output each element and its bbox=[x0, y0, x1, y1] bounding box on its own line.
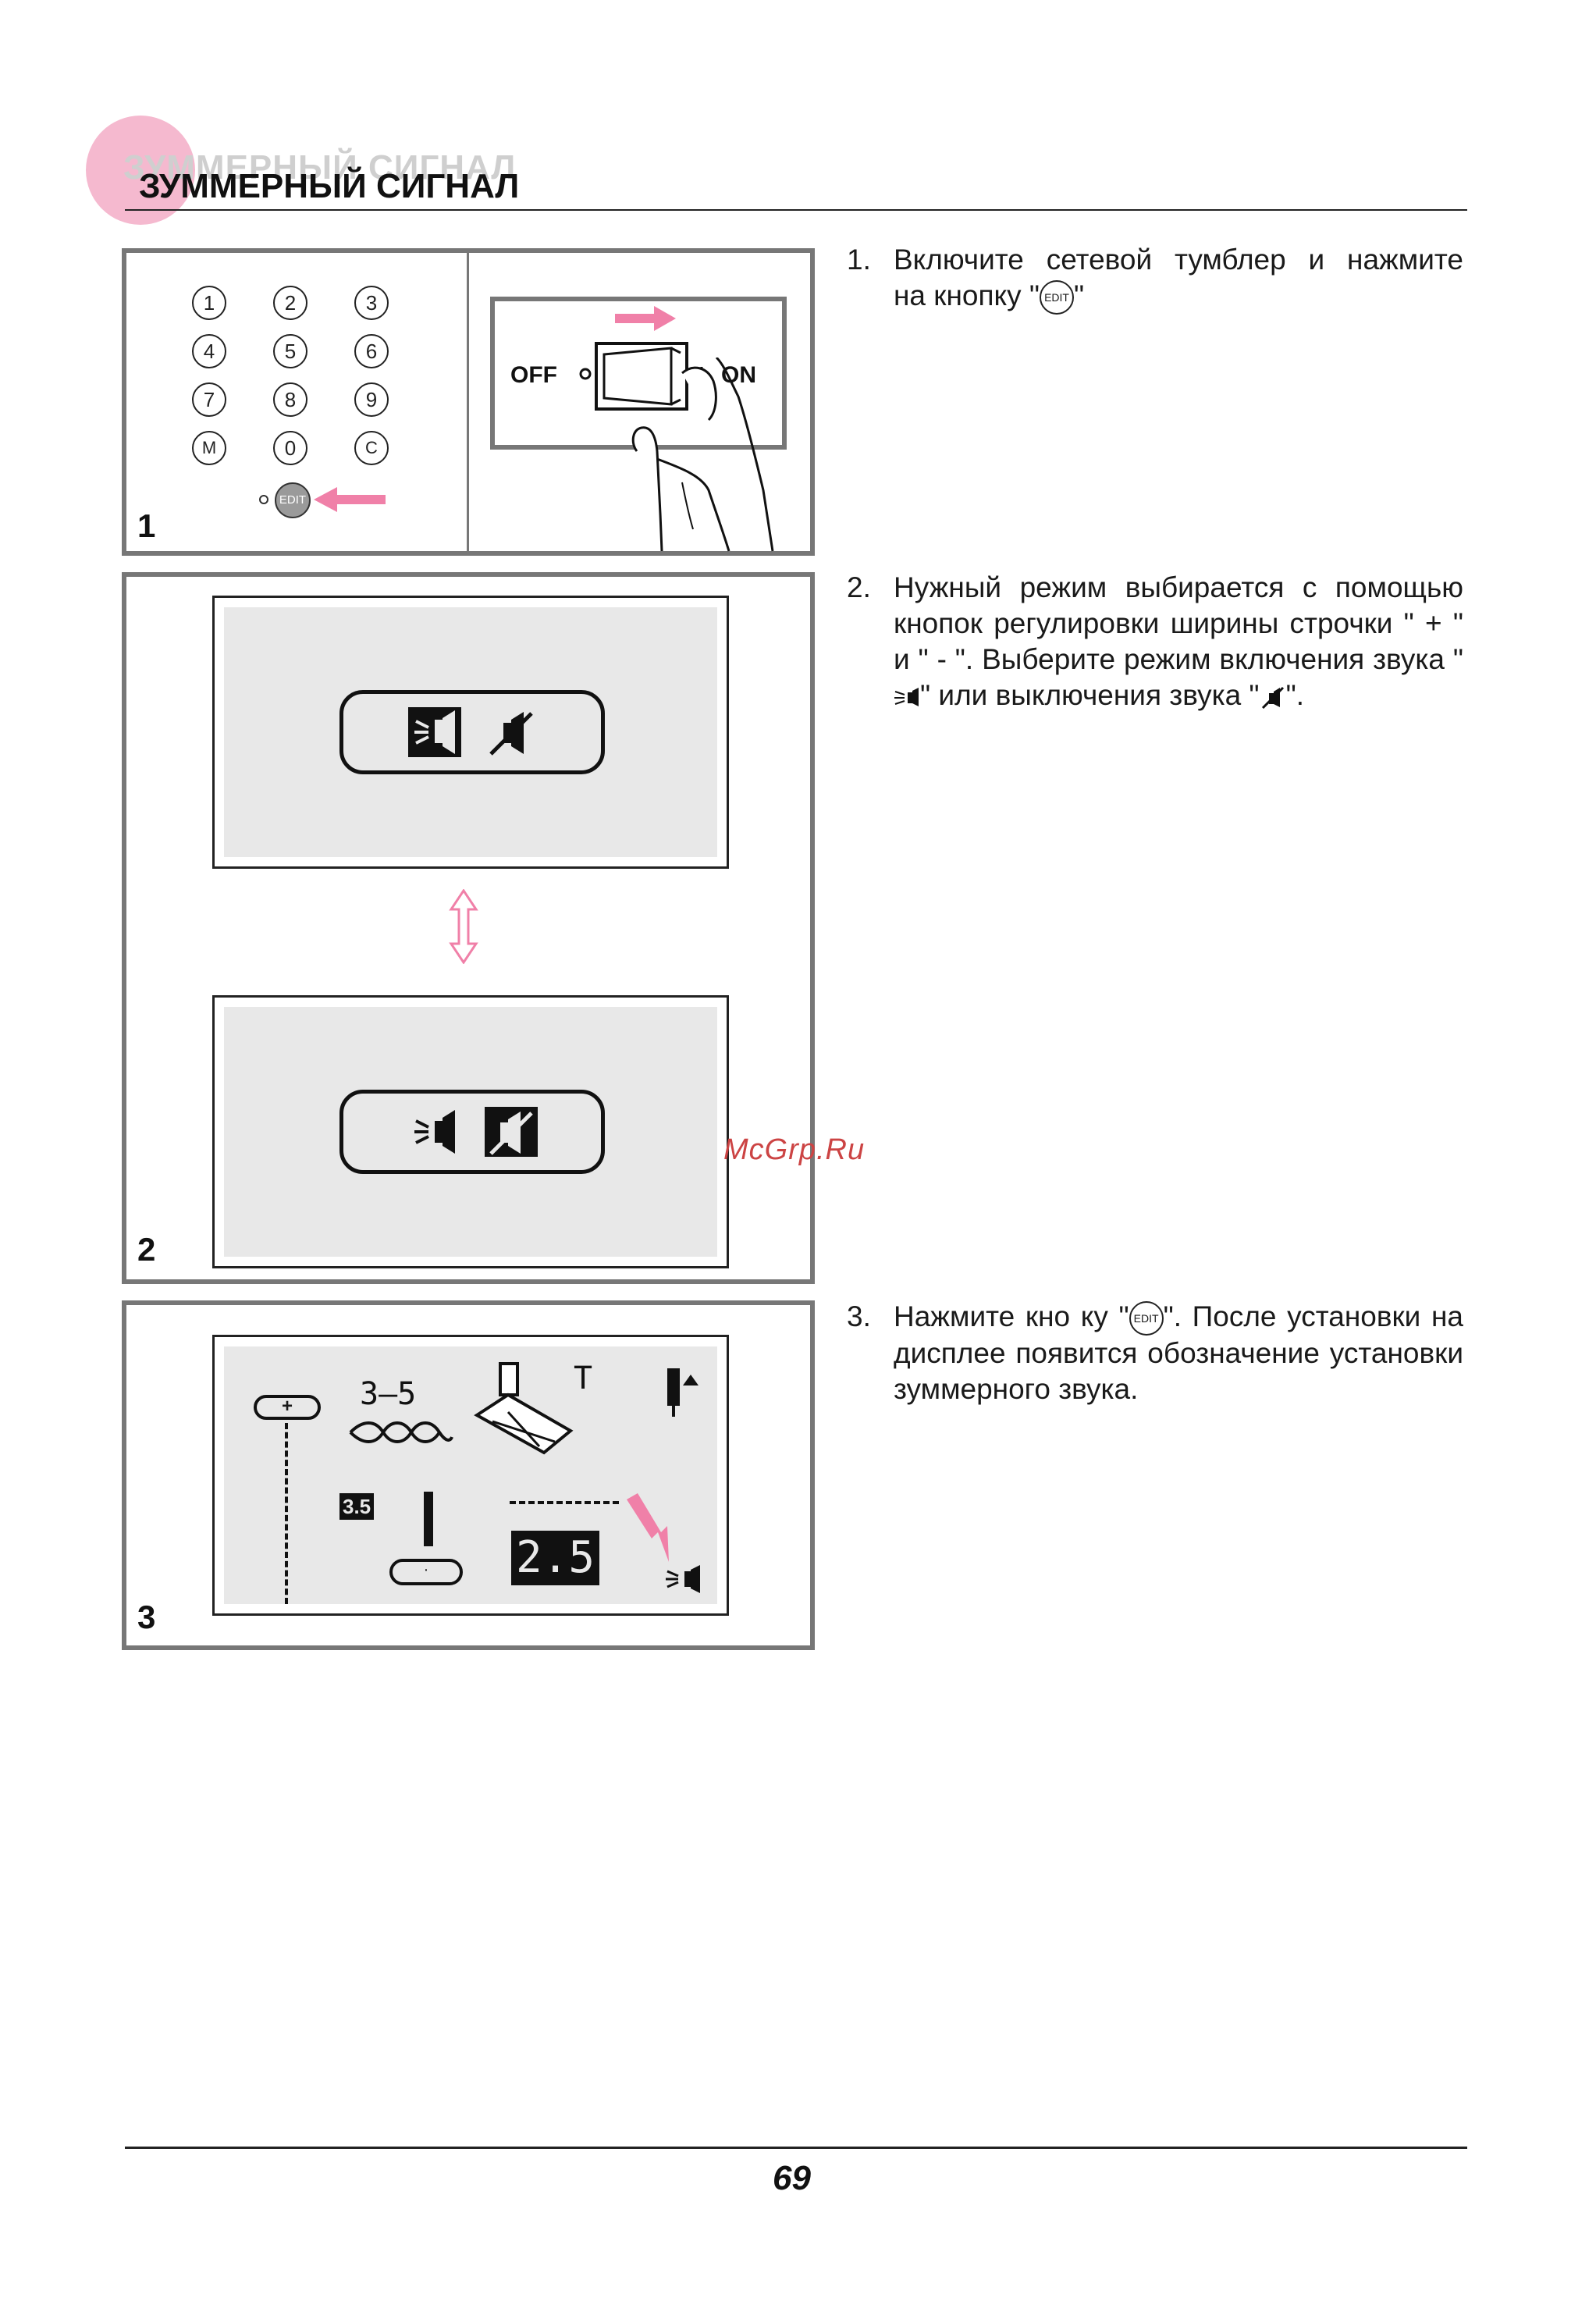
keypad-key-m: M bbox=[192, 431, 226, 465]
step-number: 2. bbox=[847, 571, 871, 603]
step-3-text-b: ". После установки на дисплее появится о… bbox=[894, 1300, 1463, 1406]
lcd-screen-sound-on bbox=[212, 995, 729, 1268]
panel-number-2: 2 bbox=[137, 1231, 156, 1268]
step-1-line-2: на кнопку "EDIT" bbox=[894, 278, 1463, 315]
keypad-key-6: 6 bbox=[354, 334, 389, 368]
edit-button-icon: EDIT bbox=[1040, 280, 1075, 315]
step-2-text-c: ". bbox=[1285, 679, 1304, 711]
pink-arrow-right-icon bbox=[615, 306, 676, 331]
keypad-key-9: 9 bbox=[354, 382, 389, 417]
step-2-text-b: " или выключения звука " bbox=[920, 679, 1260, 711]
figure-panel-1: 1 2 3 4 5 6 7 8 9 M 0 C EDIT OFF ON bbox=[122, 248, 815, 556]
needle-position-icon bbox=[424, 1492, 433, 1546]
step-3-text: Нажмите кно ку "EDIT". После установки н… bbox=[894, 1299, 1463, 1407]
lcd-background bbox=[224, 1346, 717, 1604]
lcd-selection-pill bbox=[339, 690, 605, 774]
header-decoration-circle bbox=[86, 116, 195, 225]
figure-panel-3: + 3–5 T 3.5 · 2.5 bbox=[122, 1300, 815, 1650]
step-1-text-after: " bbox=[1074, 279, 1085, 311]
header-rule bbox=[125, 209, 1467, 211]
step-number: 1. bbox=[847, 244, 871, 276]
step-3-text-a: Нажмите кно ку " bbox=[894, 1300, 1129, 1332]
lcd-screen-sound-off bbox=[212, 596, 729, 869]
off-circle-icon bbox=[579, 368, 592, 380]
keypad-key-4: 4 bbox=[192, 334, 226, 368]
sound-on-status-icon bbox=[666, 1565, 700, 1593]
sound-off-icon-inactive bbox=[485, 1107, 538, 1157]
width-minus-indicator: · bbox=[389, 1559, 463, 1585]
page-title: ЗУММЕРНЫЙ СИГНАЛ bbox=[139, 167, 520, 205]
watermark: McGrp.Ru bbox=[723, 1133, 866, 1166]
double-arrow-vertical-icon bbox=[449, 889, 478, 964]
stitch-range-label: 3–5 bbox=[360, 1376, 417, 1412]
sound-on-icon-inactive bbox=[408, 707, 461, 757]
length-scale-line bbox=[510, 1501, 619, 1504]
panel-number-1: 1 bbox=[137, 507, 156, 544]
panel-number-3: 3 bbox=[137, 1599, 156, 1635]
keypad-key-7: 7 bbox=[192, 382, 226, 417]
instruction-step-1: 1. Включите сетевой тумблер и нажмите на… bbox=[847, 242, 1463, 315]
keypad-key-c: C bbox=[354, 431, 389, 465]
edit-key: EDIT bbox=[275, 482, 311, 518]
footer-rule bbox=[125, 2147, 1467, 2149]
rocker-switch-icon bbox=[595, 342, 688, 411]
stitch-length-large-value: 2.5 bbox=[511, 1531, 600, 1585]
keypad-key-5: 5 bbox=[273, 334, 307, 368]
panel-divider bbox=[467, 253, 469, 551]
keypad-key-2: 2 bbox=[273, 286, 307, 320]
sound-on-inline-icon bbox=[894, 688, 919, 707]
step-1-text-before: на кнопку " bbox=[894, 279, 1040, 311]
sound-off-icon-selected bbox=[489, 712, 533, 756]
foot-letter-label: T bbox=[574, 1361, 593, 1396]
pink-arrow-down-right-icon bbox=[627, 1493, 669, 1562]
sound-off-inline-icon bbox=[1261, 687, 1284, 710]
step-2-text-a: Нужный режим выбирается с помощью кнопок… bbox=[894, 571, 1463, 675]
keypad-key-3: 3 bbox=[354, 286, 389, 320]
sound-on-icon-selected bbox=[414, 1110, 455, 1154]
stitch-pattern-icon bbox=[349, 1421, 453, 1443]
lcd-selection-pill bbox=[339, 1090, 605, 1174]
step-1-line-1: Включите сетевой тумблер и нажмите bbox=[894, 244, 1463, 276]
step-2-text: Нужный режим выбирается с помощью кнопок… bbox=[894, 570, 1463, 713]
instruction-step-3: 3. Нажмите кно ку "EDIT". После установк… bbox=[847, 1299, 1463, 1407]
lcd-background bbox=[224, 607, 717, 857]
lcd-background bbox=[224, 1007, 717, 1257]
width-scale-line bbox=[285, 1423, 291, 1604]
edit-led-icon bbox=[259, 495, 268, 504]
pink-arrow-left-icon bbox=[314, 487, 386, 512]
keypad-key-0: 0 bbox=[273, 431, 307, 465]
needle-up-icon bbox=[667, 1368, 698, 1417]
page-title-shadow: ЗУММЕРНЫЙ СИГНАЛ bbox=[123, 148, 517, 187]
power-switch-frame: OFF ON bbox=[490, 297, 787, 450]
hand-pressing-icon bbox=[631, 357, 774, 552]
presser-foot-icon bbox=[474, 1362, 574, 1455]
switch-off-label: OFF bbox=[510, 362, 557, 388]
page-number: 69 bbox=[773, 2159, 811, 2197]
step-number: 3. bbox=[847, 1300, 871, 1332]
instruction-step-2: 2. Нужный режим выбирается с помощью кно… bbox=[847, 570, 1463, 713]
figure-panel-2: 2 bbox=[122, 572, 815, 1284]
stitch-width-small-value: 3.5 bbox=[339, 1493, 375, 1520]
width-plus-indicator: + bbox=[254, 1395, 321, 1420]
keypad-key-8: 8 bbox=[273, 382, 307, 417]
keypad-key-1: 1 bbox=[192, 286, 226, 320]
edit-button-icon: EDIT bbox=[1129, 1301, 1164, 1336]
lcd-status-screen: + 3–5 T 3.5 · 2.5 bbox=[212, 1335, 729, 1616]
